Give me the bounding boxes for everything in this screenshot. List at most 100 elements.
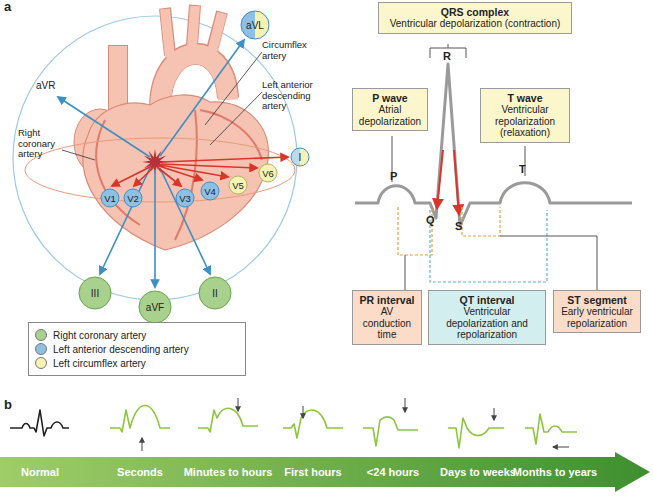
- lead-name: III: [91, 288, 99, 299]
- lead-node: II: [198, 276, 232, 310]
- lead-text-wrap: V4: [200, 181, 220, 201]
- lead-vector: [154, 170, 156, 287]
- ecg-trace: [110, 406, 170, 433]
- circle-outline: [229, 176, 247, 194]
- box-body: Ventricular depolarization and repolariz…: [432, 306, 542, 341]
- lead-node: III: [78, 276, 112, 310]
- wave-letter: P: [390, 170, 397, 182]
- heart-body: [83, 95, 269, 250]
- circle-outline: [199, 277, 231, 309]
- legend-text: Left anterior descending artery: [53, 344, 189, 355]
- circle-outline: [124, 189, 142, 207]
- lead-node: V1: [100, 188, 120, 208]
- lead-text-wrap: III: [78, 276, 112, 310]
- lead-circle: [13, 16, 297, 300]
- legend-swatch: [35, 357, 47, 369]
- definition-box: PR intervalAV conduction time: [352, 290, 422, 345]
- ecg-trace-line: [198, 408, 258, 432]
- ecg-trace: [283, 410, 343, 438]
- lead-node: V3: [175, 188, 195, 208]
- legend-text: Right coronary artery: [53, 330, 146, 341]
- legend-box: Right coronary arteryLeft anterior desce…: [28, 322, 246, 376]
- q-deflection-arrow: [437, 150, 443, 208]
- lead-text-wrap: V5: [228, 175, 248, 195]
- box-body: Ventricular depolarization (contraction): [382, 18, 568, 30]
- ecg-trace: [363, 417, 418, 446]
- box-body: AV conduction time: [356, 306, 418, 341]
- st-segment-marker: [462, 207, 500, 236]
- stage-label: Normal: [21, 466, 59, 478]
- ecg-trace: [448, 418, 504, 448]
- coronary-artery: [200, 110, 262, 160]
- definition-box: QT intervalVentricular depolarization an…: [428, 290, 546, 345]
- box-heading: ST segment: [557, 294, 637, 306]
- leader-lines: [62, 52, 262, 160]
- s-deflection-arrow: [454, 150, 459, 214]
- change-arrow: [553, 447, 569, 448]
- change-arrow: [238, 398, 239, 411]
- ecg-trace-line: [283, 410, 343, 438]
- wave-letter: S: [455, 220, 462, 232]
- box-heading: P wave: [356, 92, 424, 104]
- circle-outline: [79, 277, 111, 309]
- lead-name: aVL: [246, 20, 264, 31]
- leader-line: [210, 92, 262, 145]
- leader-line: [500, 236, 597, 290]
- artery-name: Right coronary artery: [18, 128, 66, 160]
- circle-outline: [259, 164, 277, 182]
- stage-label: Seconds: [117, 466, 163, 478]
- lead-vector: [58, 97, 150, 157]
- lead-name: I: [299, 152, 302, 163]
- box-heading: QRS complex: [382, 6, 568, 18]
- lead-text-wrap: V6: [258, 163, 278, 183]
- stage-label: Minutes to hours: [184, 466, 273, 478]
- lead-text-wrap: V1: [100, 188, 120, 208]
- circle-outline: [291, 148, 309, 166]
- definition-box: T waveVentricular repolarization (relaxa…: [480, 88, 570, 143]
- wave-letter: T: [519, 163, 526, 175]
- qt-interval-marker: [430, 210, 547, 282]
- artery-branch: [192, 6, 195, 47]
- box-body: Atrial depolarization: [356, 104, 424, 127]
- ecg-trace-line: [10, 410, 69, 436]
- stage-label: <24 hours: [367, 466, 419, 478]
- lead-node: V6: [258, 163, 278, 183]
- lead-name: V4: [204, 186, 216, 197]
- legend-row: Left anterior descending artery: [35, 343, 239, 355]
- lead-name: V1: [104, 193, 116, 204]
- circle-outline: [139, 291, 171, 323]
- ecg-trace: [525, 414, 577, 444]
- lead-text-wrap: V3: [175, 188, 195, 208]
- change-arrow: [142, 438, 143, 451]
- change-arrow: [405, 398, 406, 412]
- circle-outline: [101, 189, 119, 207]
- lead-vector: [160, 40, 244, 156]
- box-body: Early ventricular repolarization: [557, 306, 637, 329]
- leader-line: [405, 255, 406, 290]
- change-arrow: [303, 406, 304, 418]
- lead-text-wrap: V2: [123, 188, 143, 208]
- lead-text-wrap: II: [198, 276, 232, 310]
- lead-text-wrap: aVL: [240, 10, 270, 40]
- lead-name: aVF: [146, 302, 164, 313]
- circle-outline: [176, 189, 194, 207]
- definition-box: ST segmentEarly ventricular repolarizati…: [553, 290, 641, 333]
- leader-line: [205, 52, 262, 125]
- definition-box: P waveAtrial depolarization: [352, 88, 428, 131]
- artery-branch: [212, 13, 222, 52]
- change-arrow: [494, 408, 495, 420]
- artery-name: Circumflex artery: [262, 40, 317, 61]
- wave-letter: R: [443, 50, 451, 62]
- wave-letter: Q: [426, 214, 435, 226]
- legend-swatch: [35, 343, 47, 355]
- lead-node: aVL: [240, 10, 270, 40]
- timeline-band: NormalSecondsMinutes to hoursFirst hours…: [0, 452, 653, 492]
- ecg-evolution-traces: [10, 398, 577, 451]
- lead-vector: [162, 157, 288, 162]
- vena-cava: [109, 46, 127, 112]
- limb-lead-vectors: [58, 40, 244, 287]
- lead-name: V5: [232, 180, 244, 191]
- artery-name: Left anterior descending artery: [262, 80, 334, 112]
- lead-vector: [161, 164, 257, 168]
- lead-vector: [100, 168, 150, 274]
